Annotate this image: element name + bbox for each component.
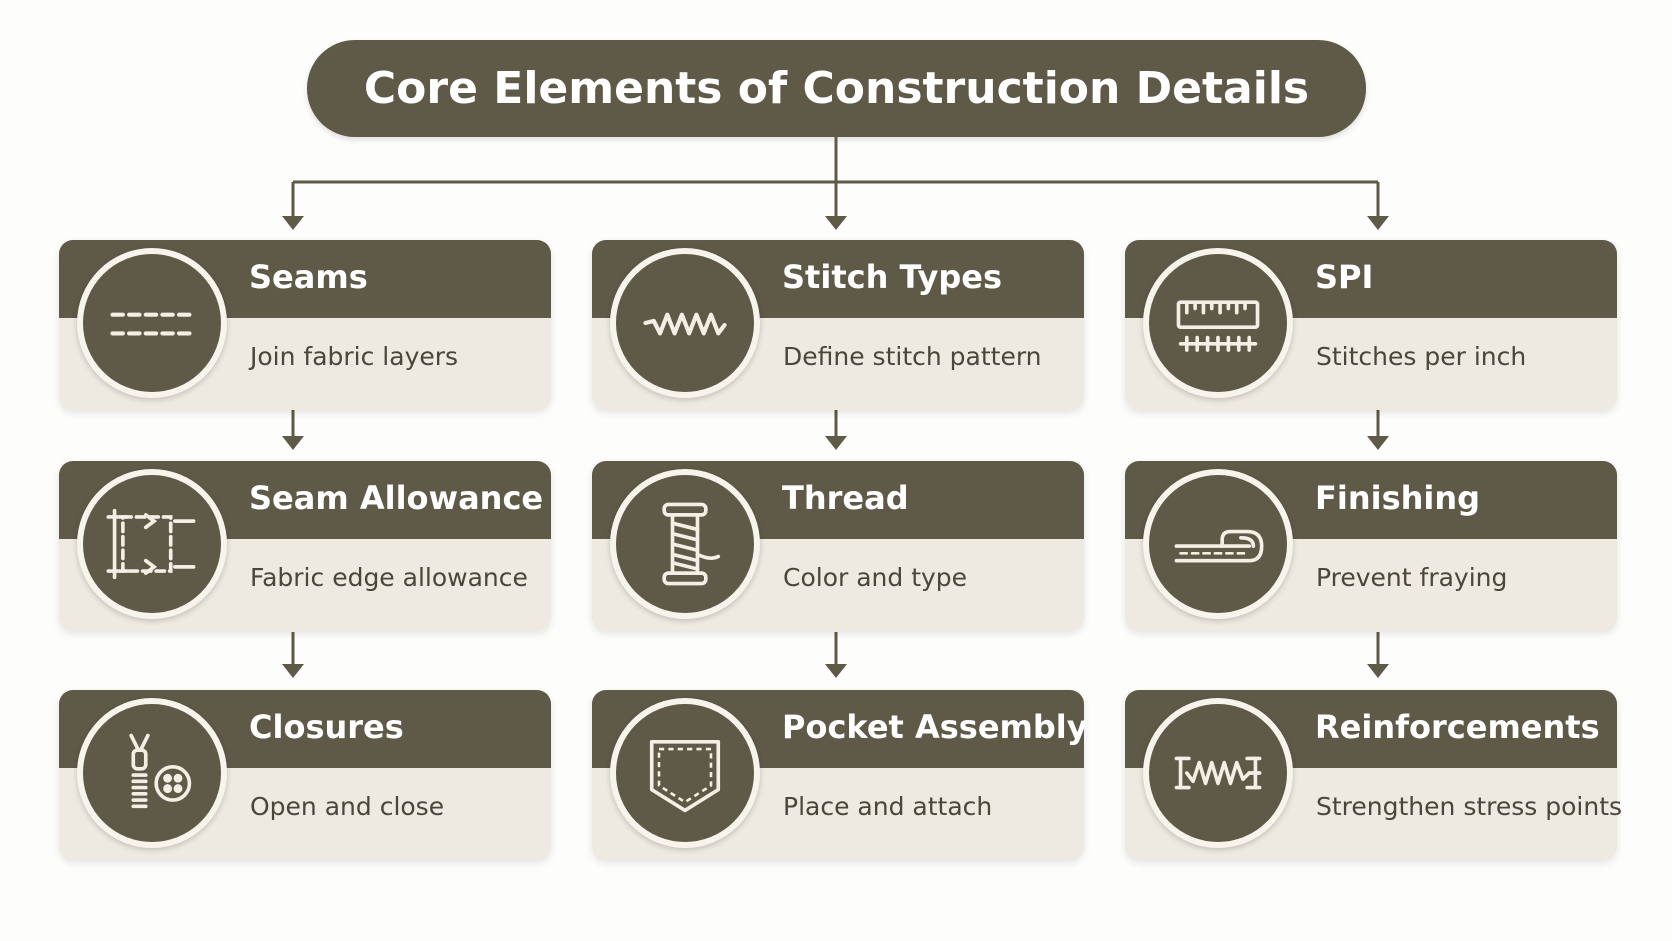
bartack-icon	[1143, 698, 1293, 848]
card-description: Color and type	[783, 563, 968, 592]
arrow-head	[282, 664, 304, 678]
arrow-head	[1367, 664, 1389, 678]
allowance-frame-icon	[77, 469, 227, 619]
card-finishing: Finishing Prevent fraying	[1125, 461, 1617, 631]
arrow-head	[825, 664, 847, 678]
card-pocket-assembly: Pocket Assembly Place and attach	[592, 690, 1088, 860]
diagram-title: Core Elements of Construction Details	[307, 40, 1366, 137]
zipper-button-icon	[77, 698, 227, 848]
card-label: Pocket Assembly	[782, 708, 1088, 746]
arrow-head	[1367, 436, 1389, 450]
card-stitch-types: Stitch Types Define stitch pattern	[592, 240, 1084, 410]
pocket-icon	[610, 698, 760, 848]
card-thread: Thread Color and type	[592, 461, 1084, 631]
card-closures: Closures Open and close	[59, 690, 551, 860]
card-label: Thread	[782, 479, 909, 517]
card-description: Strengthen stress points	[1316, 792, 1623, 821]
card-label: Finishing	[1315, 479, 1481, 517]
ruler-icon	[1143, 248, 1293, 398]
arrow-head	[825, 436, 847, 450]
card-label: Stitch Types	[782, 258, 1003, 296]
card-description: Open and close	[250, 792, 445, 821]
dashed-seam-icon	[77, 248, 227, 398]
arrow-head	[282, 436, 304, 450]
arrow-head	[825, 216, 847, 230]
arrow-head	[282, 216, 304, 230]
card-description: Place and attach	[783, 792, 993, 821]
card-spi: SPI Stitches per inch	[1125, 240, 1617, 410]
arrow-head	[1367, 216, 1389, 230]
card-label: Seam Allowance	[249, 479, 544, 517]
thread-spool-icon	[610, 469, 760, 619]
card-description: Join fabric layers	[250, 342, 459, 371]
card-description: Prevent fraying	[1316, 563, 1508, 592]
zigzag-stitch-icon	[610, 248, 760, 398]
card-description: Fabric edge allowance	[250, 563, 528, 592]
card-seams: Seams Join fabric layers	[59, 240, 551, 410]
card-description: Define stitch pattern	[783, 342, 1042, 371]
card-label: Reinforcements	[1315, 708, 1600, 746]
card-label: Closures	[249, 708, 404, 746]
card-label: SPI	[1315, 258, 1374, 296]
card-label: Seams	[249, 258, 368, 296]
card-description: Stitches per inch	[1316, 342, 1527, 371]
card-seam-allowance: Seam Allowance Fabric edge allowance	[59, 461, 551, 631]
card-reinforcements: Reinforcements Strengthen stress points	[1125, 690, 1622, 860]
folded-edge-icon	[1143, 469, 1293, 619]
